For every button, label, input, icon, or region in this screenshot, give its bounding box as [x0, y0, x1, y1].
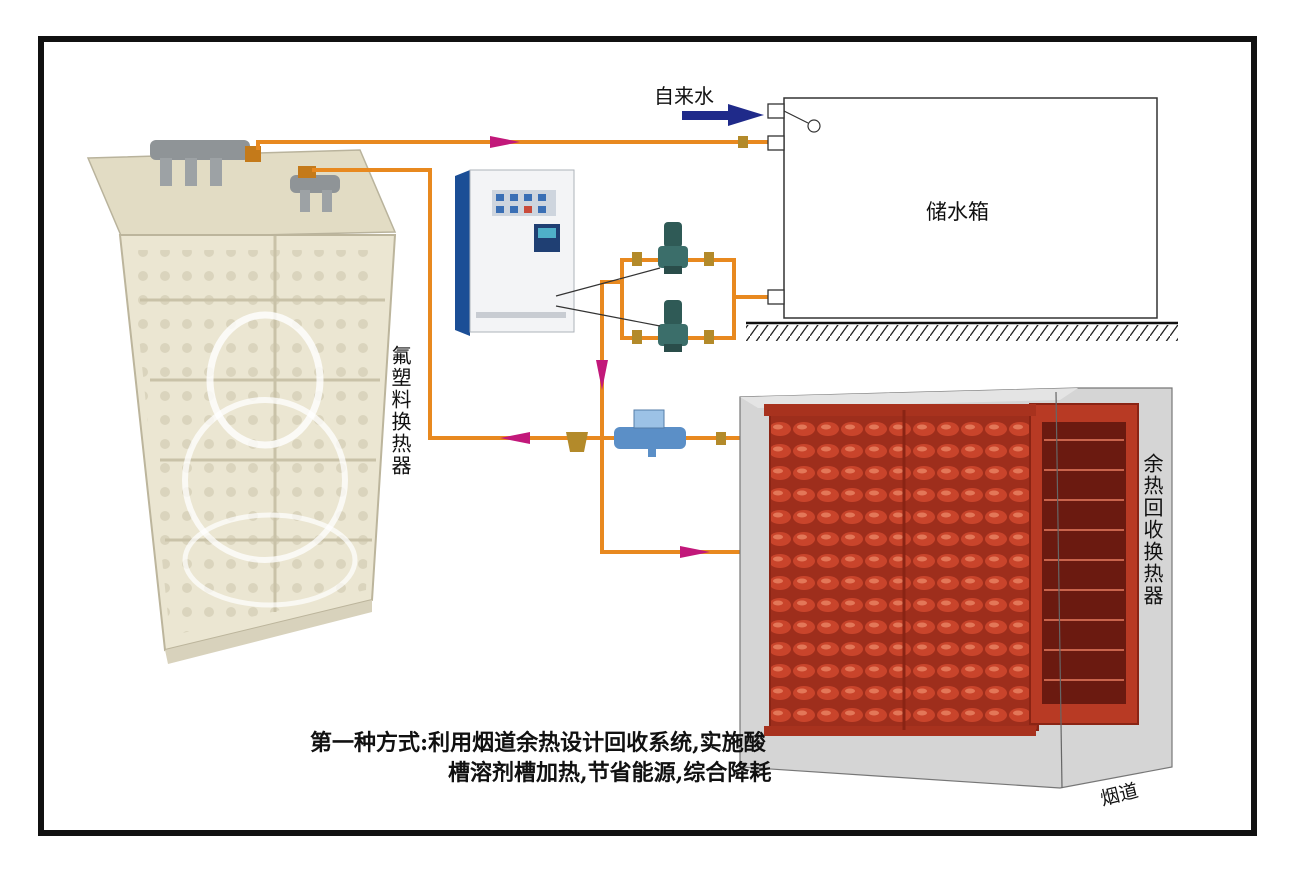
valve-flow-line	[716, 432, 726, 445]
pump-lower	[658, 300, 688, 352]
pipe-to-waste-exchanger	[600, 438, 760, 554]
fluoroplastic-exchanger-label: 氟塑料换热器	[388, 345, 412, 477]
storage-tank-label: 储水箱	[926, 200, 989, 224]
caption-line-2: 槽溶剂槽加热,节省能源,综合降耗	[448, 760, 772, 786]
cable-to-pump-upper	[555, 267, 661, 297]
tap-water-label: 自来水	[654, 84, 714, 108]
caption-line-1: 第一种方式:利用烟道余热设计回收系统,实施酸	[310, 730, 766, 756]
circulation-pumps	[658, 222, 688, 352]
valve-top	[738, 136, 748, 148]
pump-upper	[658, 222, 688, 274]
tank-inlet-nozzle	[767, 103, 785, 119]
valve-pump1-out	[704, 252, 714, 266]
control-cabinet	[455, 169, 661, 336]
flue-edge-line	[1055, 391, 1063, 789]
flow-meter	[614, 409, 686, 457]
flow-arrow-down	[596, 360, 608, 390]
tank-outlet-nozzle	[767, 289, 785, 305]
float-valve	[807, 119, 821, 133]
valve-pump2-in	[632, 330, 642, 344]
waste-heat-recovery-exchanger	[764, 403, 1139, 736]
outlet-manifold	[290, 175, 340, 193]
flow-arrow-right-bottom	[680, 546, 710, 558]
pipe-top-return	[256, 140, 776, 150]
flow-arrow-right-top	[490, 136, 520, 148]
tank-return-nozzle	[767, 135, 785, 151]
diagram-caption: 第一种方式:利用烟道余热设计回收系统,实施酸 槽溶剂槽加热,节省能源,综合降耗	[310, 728, 771, 788]
cable-to-pump-lower	[555, 305, 661, 327]
valve-pump1-in	[632, 252, 642, 266]
valves	[566, 136, 748, 452]
fluoroplastic-heat-exchanger	[86, 140, 397, 664]
ground-hatch	[746, 325, 1178, 341]
y-strainer	[566, 432, 588, 452]
valve-pump2-out	[704, 330, 714, 344]
storage-tank	[746, 97, 1178, 341]
waste-heat-exchanger-label: 余热回收换热器	[1140, 453, 1164, 607]
tap-water-inlet-arrow	[682, 104, 764, 126]
inlet-manifold	[150, 140, 250, 160]
flow-arrows	[490, 136, 710, 558]
flow-arrow-left	[500, 432, 530, 444]
